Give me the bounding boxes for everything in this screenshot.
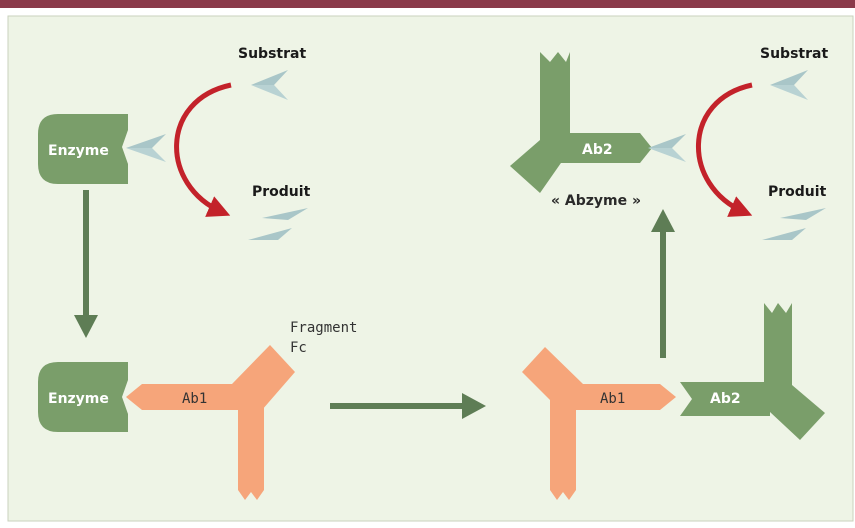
bound-substrate-left [126, 134, 166, 162]
product-right [762, 208, 826, 240]
product-left [248, 208, 308, 240]
product-right-label: Produit [768, 184, 827, 200]
enzyme-top-label: Enzyme [48, 143, 109, 159]
ab1-left-label: Ab1 [182, 391, 207, 407]
fragment-label-line1: Fragment [290, 320, 357, 336]
ab2-bottom-label: Ab2 [710, 391, 741, 407]
reaction-arrow-right [696, 82, 753, 217]
reaction-arrow-left [174, 82, 232, 217]
top-rule [0, 0, 855, 8]
panel-background [7, 15, 854, 522]
substrate-right-label: Substrat [760, 46, 828, 62]
fragment-label-line2: Fc [290, 340, 307, 356]
enzyme-bottom-label: Enzyme [48, 391, 109, 407]
ab1-right-label: Ab1 [600, 391, 625, 407]
substrate-left [251, 70, 288, 100]
arrow-up-right [651, 209, 675, 358]
abzyme-label: « Abzyme » [551, 193, 641, 209]
ab1-right [522, 347, 676, 500]
arrow-down-left [74, 190, 98, 338]
enzyme-bottom: Enzyme [38, 362, 128, 432]
product-left-label: Produit [252, 184, 311, 200]
ab2-top-label: Ab2 [582, 142, 613, 158]
bound-substrate-right [648, 134, 686, 162]
ab1-left [126, 345, 295, 500]
ab2-top [510, 52, 652, 193]
enzyme-top: Enzyme [38, 114, 128, 184]
arrow-right-middle [330, 393, 486, 419]
substrate-left-label: Substrat [238, 46, 306, 62]
substrate-right [770, 70, 808, 100]
ab2-bottom [680, 303, 825, 440]
